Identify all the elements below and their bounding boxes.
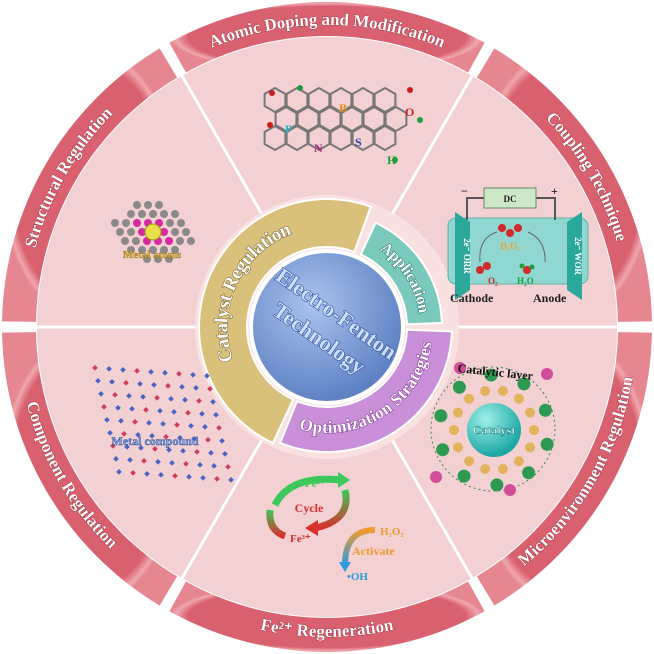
outer-band-segment: [476, 48, 652, 322]
outer-band-segment: [2, 332, 178, 606]
atom-label-p: P: [285, 122, 292, 136]
hydroxyl-radical-label: •OH: [347, 571, 368, 583]
h2o-label: H₂O: [517, 276, 534, 286]
activate-label: Activate: [352, 544, 395, 558]
application-arc: [359, 221, 443, 326]
fe2-label: Fe²⁺: [305, 478, 326, 490]
divider-line: [179, 438, 264, 581]
h2o2-label: H₂O₂: [500, 241, 520, 251]
anode-label: Anode: [533, 291, 567, 305]
h2o2-fe-label: H₂O₂: [380, 526, 404, 538]
catalyst-regulation-arc: [198, 198, 373, 445]
divider-line: [179, 73, 264, 216]
optimization-strategies-arc: [278, 328, 453, 453]
atom-label-b: B: [339, 101, 347, 115]
atom-label-h: H: [387, 153, 397, 167]
o2-label: O₂: [488, 276, 498, 286]
divider-line: [390, 73, 475, 216]
cycle-label: Cycle: [295, 501, 324, 515]
doped-graphene-illustration: P B N S O H: [263, 85, 423, 167]
catalyst-label: Catalyst: [473, 423, 516, 437]
orr-label: 2e⁻ ORR: [462, 238, 472, 274]
coupling-cell-illustration: DC − + 2e⁻ ORR 2e⁻ WOR H₂O₂ O₂ H₂O Catho…: [447, 184, 589, 305]
atom-label-o: O: [405, 105, 414, 119]
wor-label: 2e⁻ WOR: [573, 237, 583, 275]
atom-label-s: S: [355, 135, 362, 149]
outer-band-segment: [169, 1, 485, 73]
outer-band-segment: [476, 332, 652, 606]
center-disc: [253, 253, 401, 401]
atom-label-n: N: [314, 141, 323, 155]
fe3-label: Fe³⁺: [290, 533, 311, 545]
single-metal-atom-illustration: Metal atoms: [111, 201, 195, 263]
outer-band-segment: [169, 581, 485, 652]
catalyst-sphere: [467, 403, 521, 457]
fe-cycle-illustration: Fe²⁺ Cycle Fe³⁺ H₂O₂ Activate •OH: [266, 472, 404, 583]
dc-power-label: DC: [504, 194, 517, 204]
metal-atoms-label: Metal atoms: [123, 249, 182, 261]
minus-terminal: −: [461, 184, 468, 198]
plus-terminal: +: [551, 184, 558, 198]
cathode-label: Cathode: [450, 291, 494, 305]
outer-band-segment: [2, 48, 178, 322]
segment-dividers: [35, 73, 619, 581]
metal-compound-label: Metal compound: [112, 434, 199, 448]
divider-line: [390, 438, 475, 581]
microenvironment-illustration: Catalyst Catalytic layer: [430, 361, 556, 496]
